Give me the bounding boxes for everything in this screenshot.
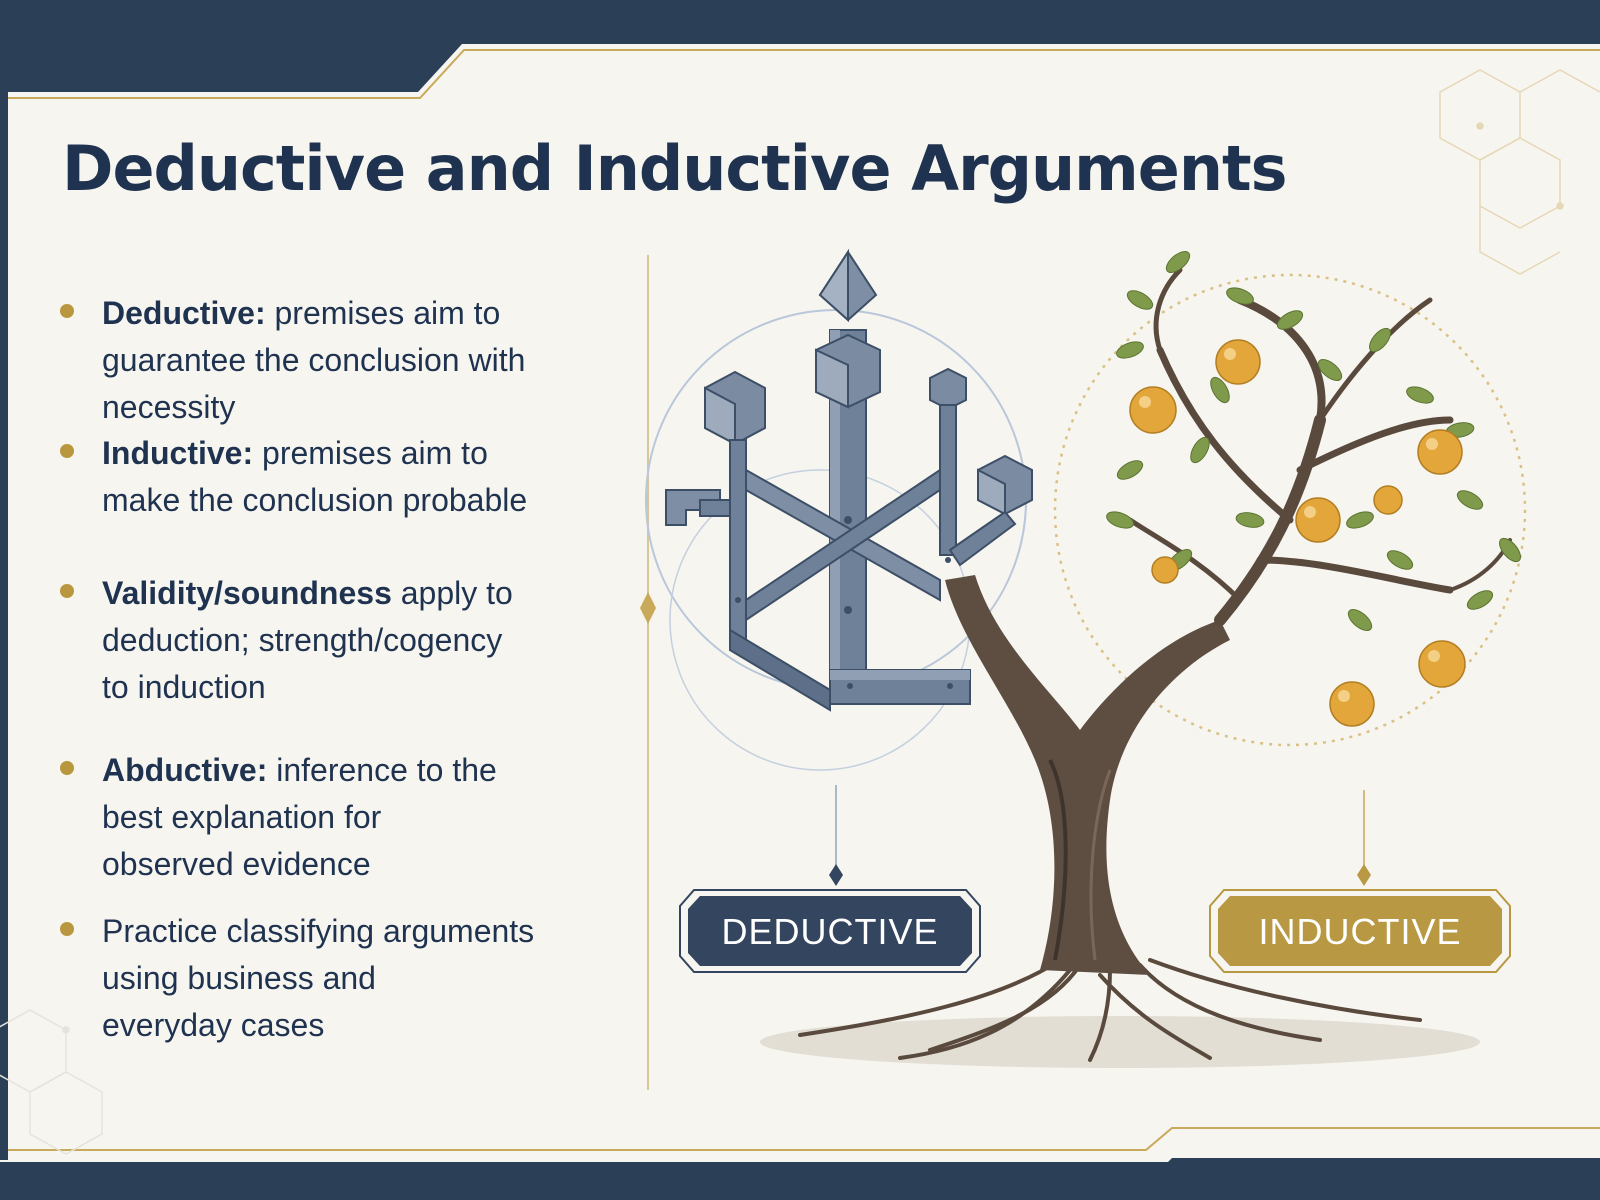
bullet-text: using business and [102,960,376,996]
list-item: Practice classifying arguments using bus… [56,908,636,1049]
bullet-dot-icon [60,304,74,318]
bullet-dot-icon [60,584,74,598]
bullet-text: apply to [400,575,513,611]
hexagon-decoration-icon [1439,69,1600,275]
bullet-text: make the conclusion probable [102,482,528,518]
bullet-dot-icon [60,761,74,775]
fruit-tree-icon [1129,339,1466,727]
bullet-text: guarantee the conclusion with necessity [102,342,526,425]
bullet-text: deduction; strength/cogency [102,622,503,658]
tree-trunk [945,575,1230,975]
list-item: Abductive: inference to the best explana… [56,747,636,888]
inductive-label-badge: INDUCTIVE [1209,889,1511,973]
inductive-label: INDUCTIVE [1258,911,1461,952]
bullet-text: observed evidence [102,846,371,882]
bullet-text: premises aim to [274,295,501,331]
bullet-text: arguments [382,913,535,949]
bullet-dot-icon [60,922,74,936]
tree-leaves [1106,251,1521,631]
list-item: Validity/soundness apply to deduction; s… [56,570,636,711]
bullet-text: premises aim to [262,435,488,471]
bullet-text: everyday cases [102,1007,325,1043]
hexagon-decoration-icon [0,1009,103,1155]
list-item: Inductive: premises aim to make the conc… [56,430,636,524]
bullet-term: Inductive: [102,435,254,471]
bullet-text: inference to the [276,752,497,788]
bullet-term: Practice classifying [102,913,375,949]
bullet-term: Validity/soundness [102,575,392,611]
bullet-term: Abductive: [102,752,268,788]
deductive-label: DEDUCTIVE [721,911,938,952]
list-item: Deductive: premises aim to guarantee the… [56,290,636,431]
bullet-text: best explanation for [102,799,382,835]
bullet-dot-icon [60,444,74,458]
page-title: Deductive and Inductive Arguments [62,132,1287,205]
bullet-text: to induction [102,669,266,705]
geometric-structure-icon [665,248,1033,712]
deductive-label-badge: DEDUCTIVE [679,889,981,973]
inductive-circle [1053,273,1527,747]
bullet-term: Deductive: [102,295,266,331]
